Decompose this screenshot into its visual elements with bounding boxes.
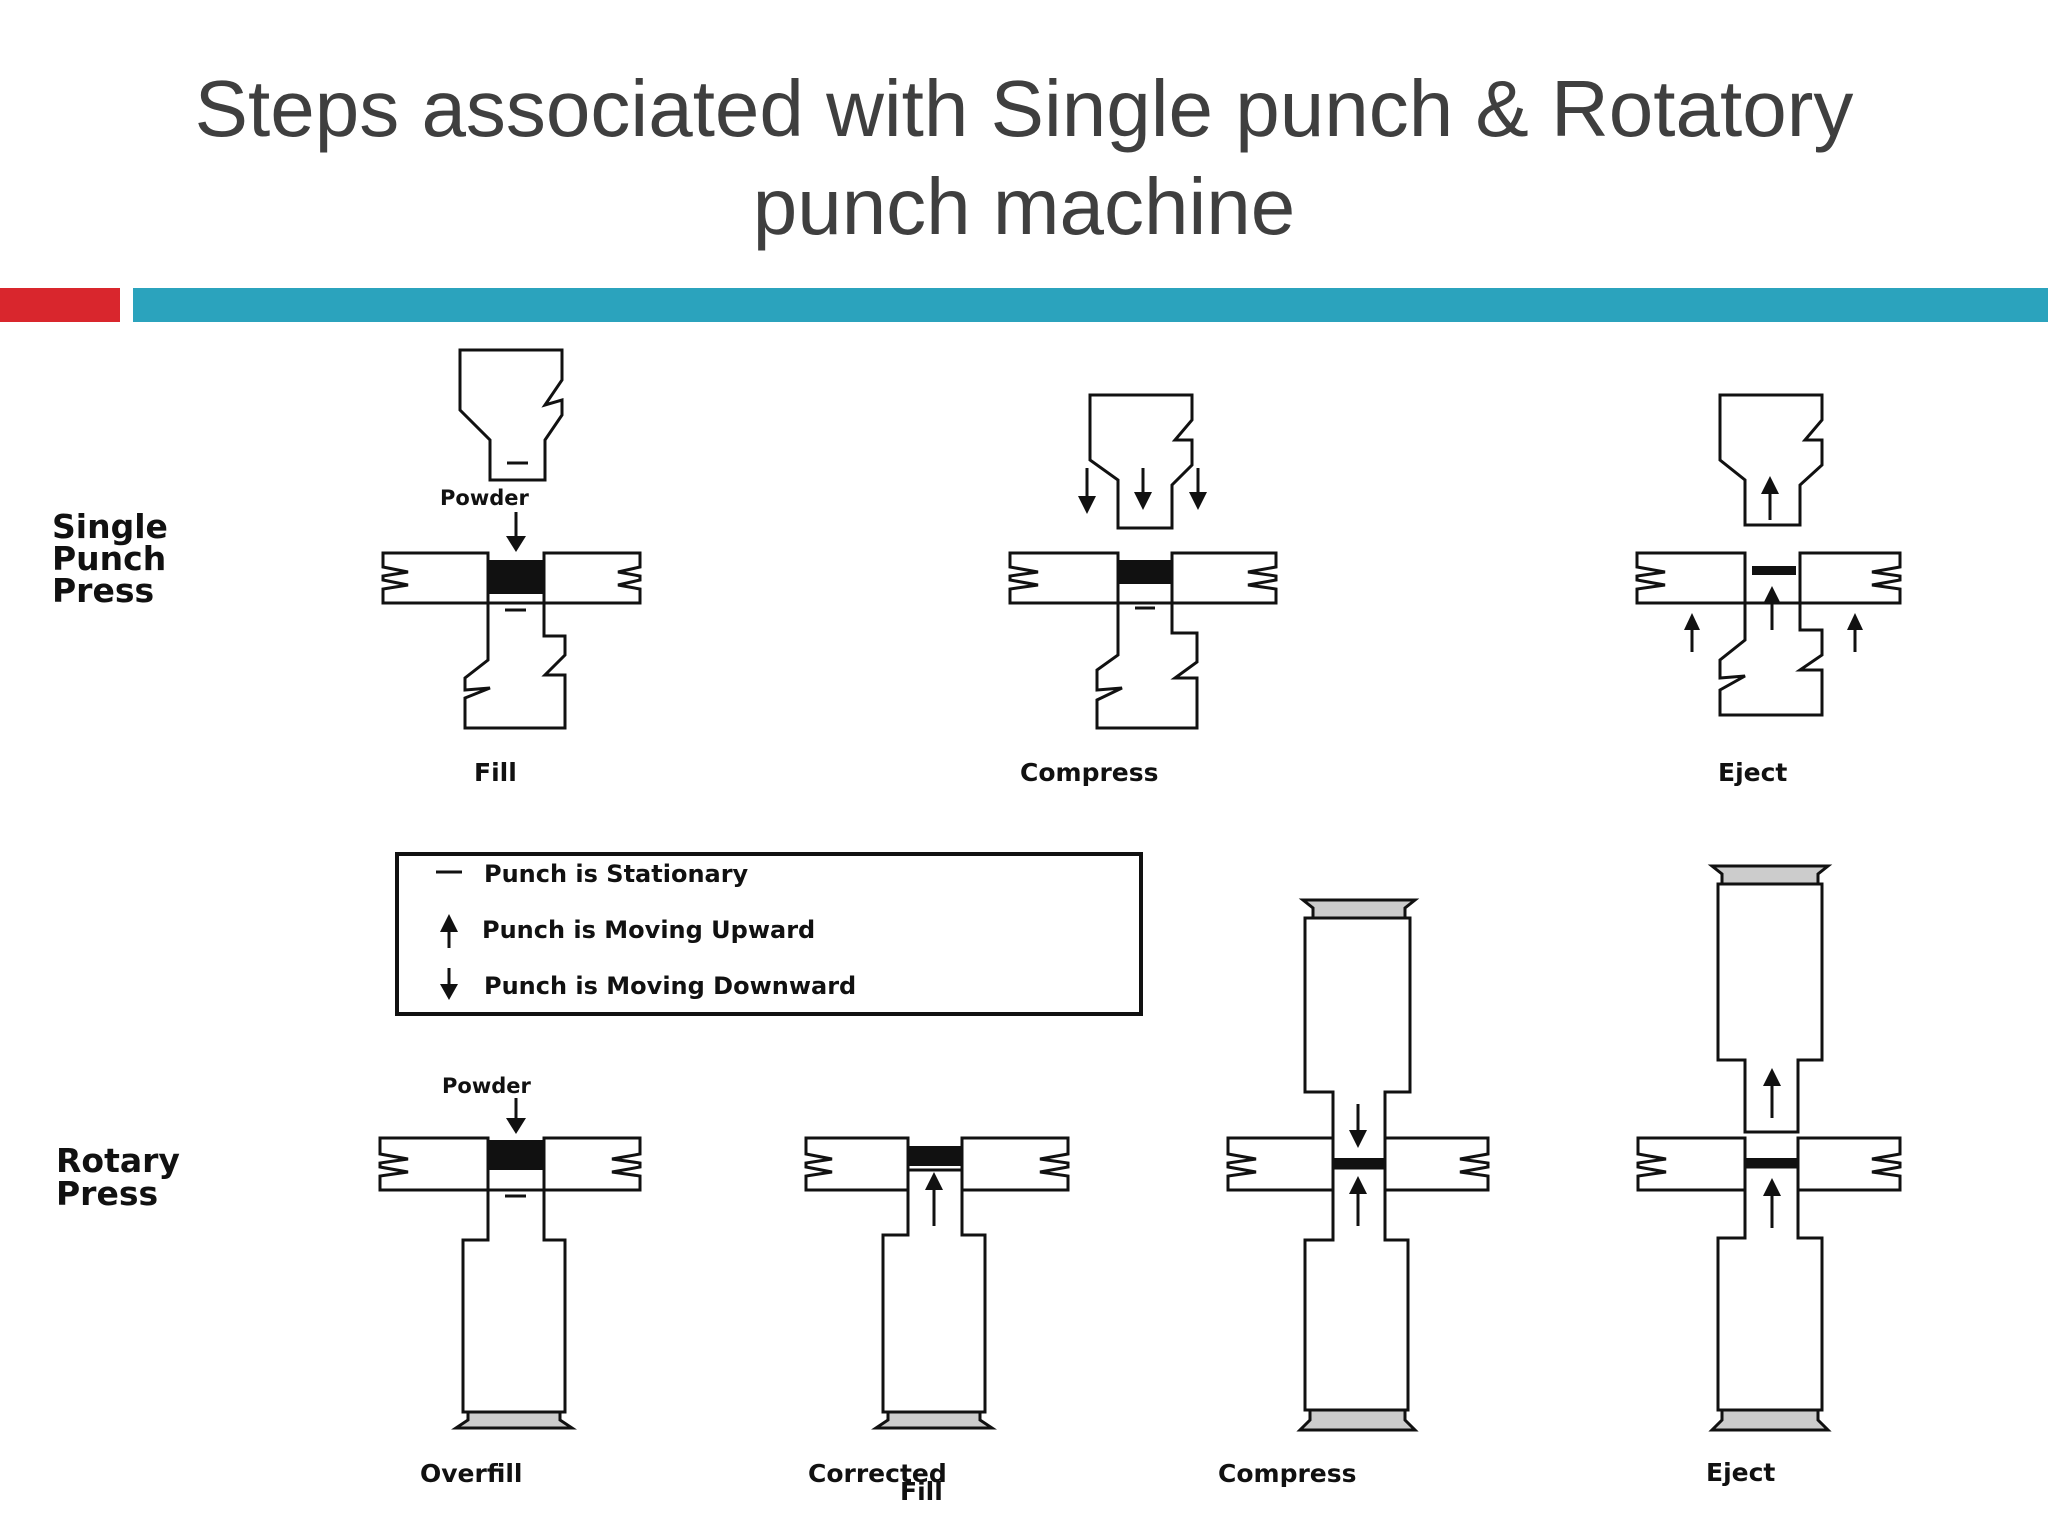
die-table-left xyxy=(804,1136,910,1192)
row-label-line: Single xyxy=(52,507,168,546)
legend-upward: Punch is Moving Upward xyxy=(482,916,815,944)
step-label: Eject xyxy=(1718,758,1787,787)
die-table-left xyxy=(1008,551,1120,605)
up-arrow-icon xyxy=(1763,1068,1781,1118)
die-table-left xyxy=(381,551,490,605)
lower-punch xyxy=(463,601,567,730)
row-label-line: Press xyxy=(52,571,154,610)
up-arrow-icon xyxy=(440,914,458,948)
die-table-left xyxy=(378,1136,490,1192)
down-arrow-icon xyxy=(1078,468,1096,514)
row-label-line: Press xyxy=(56,1174,158,1213)
rotary-press-row-label: Rotary Press xyxy=(56,1141,180,1213)
row-label-line: Rotary xyxy=(56,1141,180,1180)
legend-stationary: Punch is Stationary xyxy=(484,860,749,888)
single-press-row-label: Single Punch Press xyxy=(52,507,168,610)
down-arrow-icon xyxy=(1349,1104,1367,1148)
rotary-overfill-station: Powder Overfill xyxy=(378,1074,642,1488)
die-table-right xyxy=(542,1136,642,1192)
upper-punch-body xyxy=(1716,882,1824,1134)
lower-punch-head xyxy=(1296,1408,1419,1432)
upper-punch xyxy=(1718,393,1824,527)
lower-punch-body xyxy=(1716,1165,1824,1412)
step-label: Fill xyxy=(900,1477,943,1506)
upper-punch-head xyxy=(1298,898,1420,920)
lower-punch-body xyxy=(1303,1166,1410,1412)
powder-fill xyxy=(908,1146,962,1166)
powder-overfill xyxy=(488,1140,544,1170)
die-table-right xyxy=(1170,551,1278,605)
lower-punch-body xyxy=(881,1168,987,1414)
lower-punch-head xyxy=(871,1410,997,1430)
down-arrow-icon xyxy=(440,968,458,1000)
up-arrow-icon xyxy=(925,1172,943,1226)
step-label: Overfill xyxy=(420,1459,523,1488)
lower-punch xyxy=(1718,601,1824,717)
step-label: Fill xyxy=(474,758,517,787)
compressed-tablet xyxy=(1333,1158,1385,1168)
step-label: Compress xyxy=(1020,758,1159,787)
down-arrow-icon xyxy=(1189,468,1207,510)
upper-punch-head xyxy=(1707,864,1833,886)
lower-punch-head xyxy=(451,1410,577,1430)
accent-bar-blue xyxy=(133,288,2048,322)
die-table-right xyxy=(542,551,642,605)
powder-label: Powder xyxy=(440,486,529,510)
upper-punch xyxy=(1088,393,1194,530)
row-label-line: Punch xyxy=(52,539,166,578)
die-table-left xyxy=(1635,551,1747,605)
die-table-right xyxy=(1798,551,1902,605)
lower-punch-head xyxy=(1708,1408,1832,1432)
die-table-left xyxy=(1636,1136,1747,1192)
die-table-right xyxy=(1796,1136,1902,1192)
lower-punch-body xyxy=(461,1188,567,1414)
compressed-powder xyxy=(1118,560,1172,584)
die-table-right xyxy=(960,1136,1070,1192)
down-arrow-icon xyxy=(1134,468,1152,510)
rotary-compress-station: Compress xyxy=(1218,898,1490,1488)
step-label: Corrected xyxy=(808,1459,947,1488)
powder-fill xyxy=(488,560,544,594)
accent-bar-red xyxy=(0,288,120,322)
lower-punch xyxy=(1095,601,1199,730)
step-label: Eject xyxy=(1706,1458,1775,1487)
powder-label: Powder xyxy=(442,1074,531,1098)
up-arrow-icon xyxy=(1763,586,1781,630)
up-arrow-icon xyxy=(1761,476,1779,520)
step-label: Compress xyxy=(1218,1459,1357,1488)
upper-punch xyxy=(458,348,564,482)
rotary-eject-station: Eject xyxy=(1636,864,1902,1487)
up-arrow-icon xyxy=(1684,613,1700,652)
legend-downward: Punch is Moving Downward xyxy=(484,972,856,1000)
ejected-tablet xyxy=(1752,566,1796,575)
title-line-1: Steps associated with Single punch & Rot… xyxy=(194,64,1854,153)
ejected-tablet xyxy=(1745,1158,1798,1167)
single-eject-station: Eject xyxy=(1635,393,1902,787)
single-compress-station: Compress xyxy=(1008,393,1278,787)
up-arrow-icon xyxy=(1763,1178,1781,1228)
slide-title: Steps associated with Single punch & Rot… xyxy=(0,60,2048,256)
rotary-corrected-fill-station: Corrected Fill xyxy=(804,1136,1070,1506)
die-table-right xyxy=(1383,1136,1490,1192)
up-arrow-icon xyxy=(1349,1176,1367,1226)
single-fill-station: Powder Fill xyxy=(381,348,642,787)
up-arrow-icon xyxy=(1847,613,1863,652)
legend-box: Punch is Stationary Punch is Moving Upwa… xyxy=(395,852,1143,1016)
die-table-left xyxy=(1226,1136,1335,1192)
title-line-2: punch machine xyxy=(752,162,1296,251)
